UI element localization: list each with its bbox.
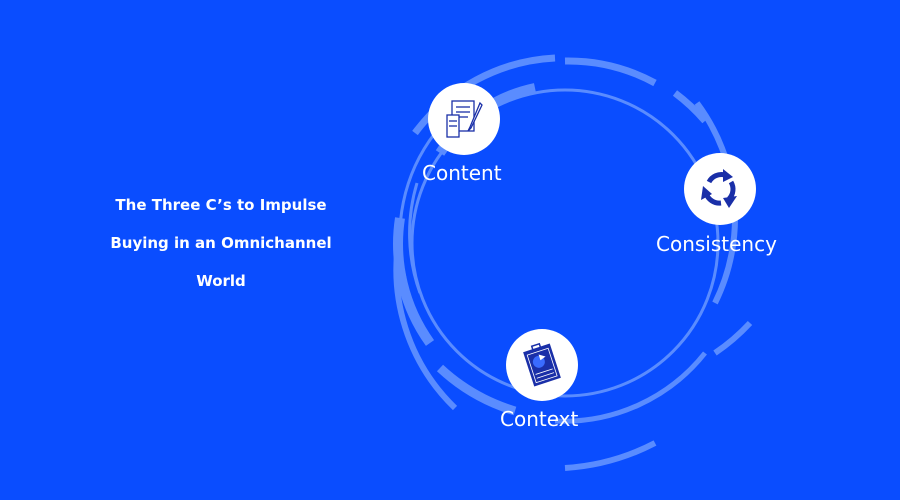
node-label-context: Context xyxy=(500,407,579,431)
ring-arc xyxy=(672,90,708,124)
node-label-content: Content xyxy=(422,161,502,185)
document-pen-icon xyxy=(446,100,483,138)
ring-arc xyxy=(564,440,657,471)
title-line: Buying in an Omnichannel xyxy=(110,234,332,252)
inner-ring xyxy=(410,88,720,398)
ring-arc xyxy=(436,364,517,416)
ring-arc xyxy=(412,54,556,136)
node-label-consistency: Consistency xyxy=(656,232,777,256)
title-line: World xyxy=(196,272,246,290)
ring-arc xyxy=(554,351,707,424)
node-consistency xyxy=(684,153,756,225)
title-line: The Three C’s to Impulse xyxy=(115,196,327,214)
ring-arc xyxy=(564,57,657,87)
clipboard-chart-icon xyxy=(523,342,561,387)
node-context xyxy=(506,329,578,401)
ring-arc xyxy=(398,132,437,279)
ring-arc xyxy=(393,232,458,411)
ring-arc xyxy=(713,320,753,356)
ring-arc xyxy=(408,182,422,294)
cycle-arrows-icon xyxy=(701,169,737,208)
node-content xyxy=(428,83,500,155)
diagram-title: The Three C’s to Impulse Buying in an Om… xyxy=(90,186,352,300)
